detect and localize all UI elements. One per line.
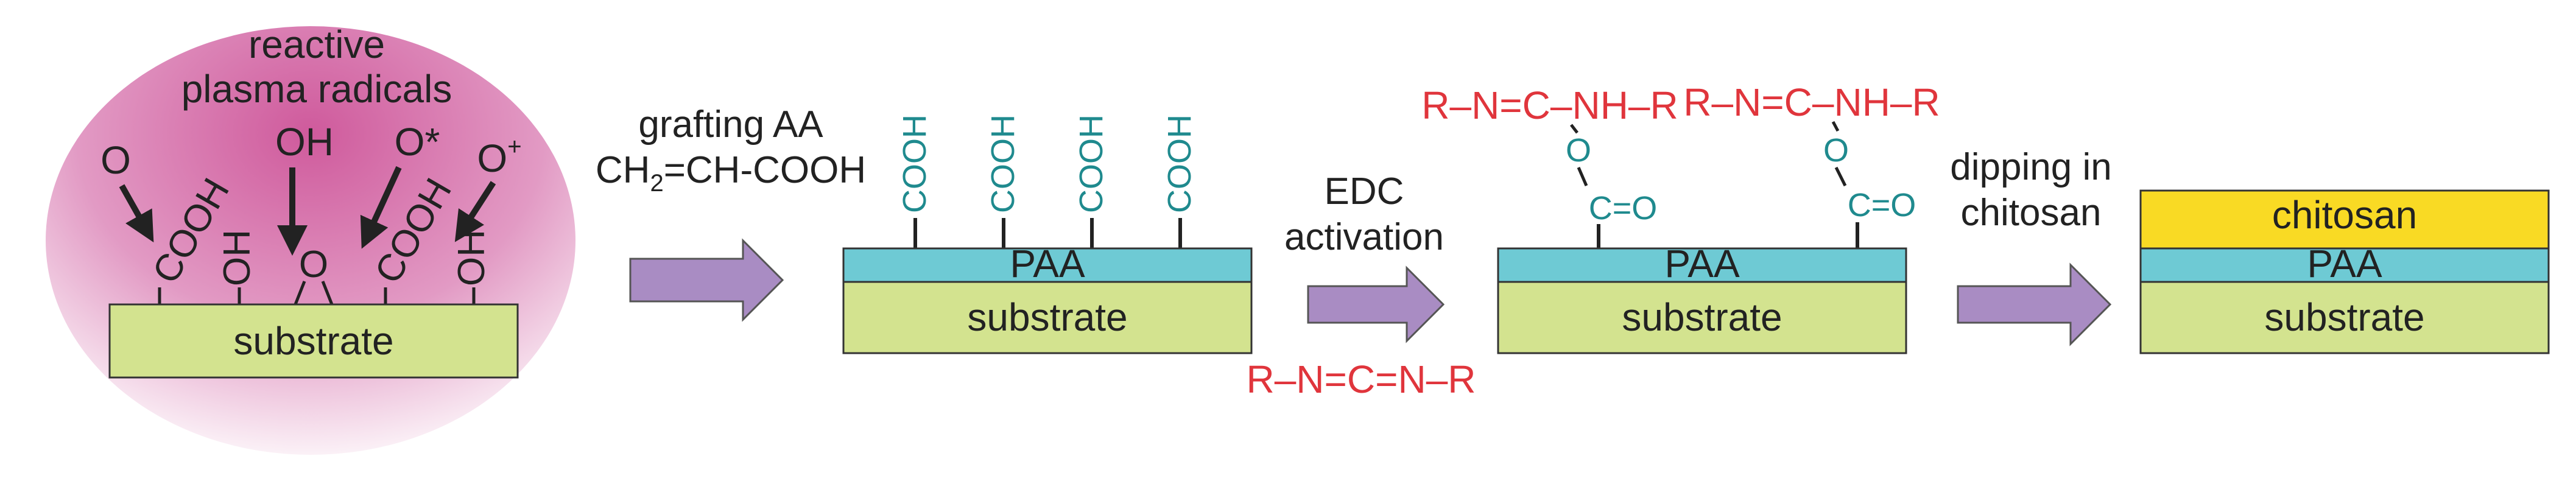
substrate-label-4: substrate	[2264, 295, 2424, 339]
plasma-label-line1: reactive	[248, 23, 385, 66]
radical-arrow-4	[454, 181, 496, 242]
bond-line	[1831, 121, 1840, 132]
bond-line	[1577, 167, 1588, 186]
step3-dipping: dipping in chitosan	[1950, 146, 2112, 346]
plasma-label-line2: plasma radicals	[181, 67, 452, 111]
bond-line	[294, 281, 306, 305]
substrate-block-2	[842, 281, 1253, 354]
radical-ostar: O*	[395, 120, 440, 164]
radical-arrow-1	[119, 184, 154, 243]
substrate-block-1	[108, 303, 519, 379]
adduct-2: R–N=C–NH–R	[1683, 80, 1940, 124]
ester-2: C=O	[1848, 187, 1916, 223]
step3-label-line1: dipping in	[1950, 146, 2111, 188]
paa-cooh-3: COOH	[1073, 114, 1110, 213]
ester-1: C=O	[1589, 190, 1658, 226]
adduct-1: R–N=C–NH–R	[1421, 83, 1678, 127]
edc-reagent: R–N=C=N–R	[1246, 357, 1476, 401]
bond-line	[1570, 124, 1578, 134]
paa-cooh-4: COOH	[1161, 114, 1198, 213]
stage3-activated: R–N=C–NH–R O C=O R–N=C–NH–R O C=O PAA su…	[1421, 80, 1940, 354]
bond-line	[321, 281, 334, 305]
linker-o-1: O	[1566, 132, 1591, 169]
step2-label-line2: activation	[1284, 216, 1444, 258]
step1-formula: CH2=CH-COOH	[596, 149, 866, 197]
step2-label-line1: EDC	[1325, 170, 1404, 212]
step3-label-line2: chitosan	[1961, 192, 2102, 234]
paa-label-2: PAA	[1010, 242, 1085, 286]
linker-o-2: O	[1823, 132, 1849, 169]
step1-grafting: grafting AA CH2=CH-COOH	[596, 104, 866, 322]
radical-o: O	[100, 138, 131, 182]
surface-oh-1: OH	[216, 230, 258, 286]
step2-edc: EDC activation R–N=C=N–R	[1246, 170, 1476, 401]
paa-layer-3	[1497, 247, 1907, 283]
paa-label-4: PAA	[2307, 242, 2382, 286]
stage2-paa: COOH COOH COOH COOH PAA substrate	[842, 114, 1253, 354]
radical-oplus: O+	[477, 133, 521, 180]
substrate-block-3	[1497, 281, 1907, 354]
process-arrow-2	[1307, 265, 1445, 343]
paa-label-3: PAA	[1664, 242, 1740, 286]
chitosan-label: chitosan	[2272, 193, 2417, 237]
paa-cooh-1: COOH	[896, 114, 933, 213]
process-arrow-3	[1957, 262, 2112, 346]
substrate-label-3: substrate	[1622, 295, 1782, 339]
stage1-plasma: reactive plasma radicals O OH O* O+ COOH…	[46, 23, 575, 455]
paa-cooh-2: COOH	[985, 114, 1021, 213]
paa-layer-4	[2139, 247, 2550, 283]
process-arrow-1	[629, 238, 784, 322]
step1-label-line1: grafting AA	[638, 104, 823, 146]
substrate-block-4	[2139, 281, 2550, 354]
surface-oh-2: OH	[451, 230, 493, 286]
bond-line	[1834, 166, 1847, 187]
stage4-chitosan: chitosan PAA substrate	[2139, 189, 2550, 354]
substrate-label-1: substrate	[233, 319, 393, 363]
radical-arrow-3	[360, 166, 402, 249]
radical-oh: OH	[275, 120, 334, 164]
surface-o-bridge: O	[299, 244, 328, 286]
substrate-label-2: substrate	[967, 295, 1127, 339]
